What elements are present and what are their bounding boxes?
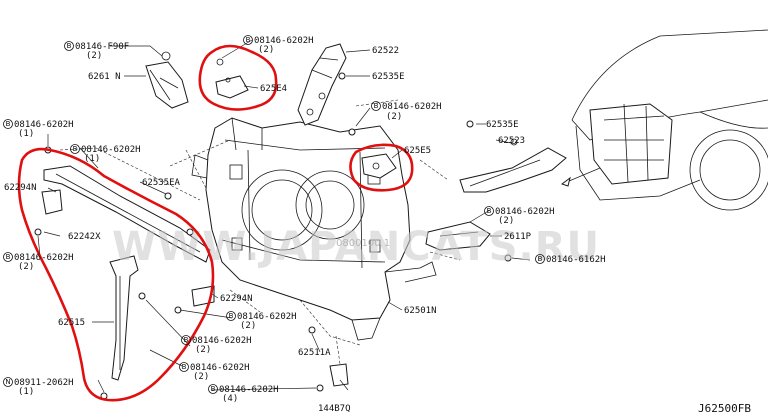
callout-b-28: B — [208, 384, 218, 394]
callout-b-09: B — [3, 119, 13, 129]
svg-text:B: B — [184, 336, 189, 344]
part-625e4 — [215, 58, 249, 99]
label-62242x: 62242X — [68, 232, 101, 242]
label-l18-qty: (2) — [498, 216, 514, 226]
svg-text:B: B — [67, 42, 72, 50]
label-62535ea: 62535EA — [142, 178, 181, 188]
callout-b-18: B — [484, 206, 494, 216]
svg-text:B: B — [229, 312, 234, 320]
label-l18: 08146-6202H — [495, 207, 555, 217]
dashed-lines — [59, 99, 461, 365]
label-62535e-top: 62535E — [372, 72, 405, 82]
callout-b-07: B — [371, 101, 381, 111]
callout-b-22: B — [226, 311, 236, 321]
label-l19: 08146-6162H — [546, 255, 606, 265]
label-2611p: 2611P — [504, 232, 532, 242]
callout-n-27: N — [3, 377, 13, 387]
label-l01: 08146-6202H — [254, 36, 314, 46]
svg-text:B: B — [246, 36, 251, 44]
part-625e5 — [361, 153, 397, 179]
red-annotation-marks — [17, 44, 414, 402]
red-outline-left-assembly — [17, 147, 215, 402]
brackets-62294n — [41, 189, 215, 307]
label-625e4: 625E4 — [260, 84, 287, 94]
callout-b-15: B — [3, 252, 13, 262]
label-625e5: 625E5 — [404, 146, 431, 156]
label-l07: 08146-6202H — [382, 102, 442, 112]
label-l15: 08146-6202H — [14, 253, 74, 263]
callout-b-26: B — [179, 362, 189, 372]
watermark: WWW.JAPANCATS.RU — [112, 224, 600, 270]
callout-b-24: B — [181, 335, 191, 345]
label-l09-qty: (1) — [18, 129, 34, 139]
label-l22-qty: (2) — [240, 321, 256, 331]
label-l09: 08146-6202H — [14, 120, 74, 130]
label-62501n: 62501N — [404, 306, 437, 316]
callout-b-10: B — [70, 144, 80, 154]
watermark-sub: 0800100 1 — [336, 238, 390, 249]
svg-text:B: B — [538, 255, 543, 263]
label-62294n-mid: 62294N — [220, 294, 253, 304]
bracket-6261n — [145, 51, 189, 109]
label-l28: 08146-6202H — [219, 385, 279, 395]
svg-text:B: B — [73, 145, 78, 153]
bracket-62523 — [459, 138, 567, 193]
label-l24: 08146-6202H — [192, 336, 252, 346]
vehicle-locator-sketch — [560, 29, 768, 211]
label-62522: 62522 — [372, 46, 399, 56]
label-62535e-right: 62535E — [486, 120, 519, 130]
label-l26: 08146-6202H — [190, 363, 250, 373]
label-l03-qty: (2) — [86, 51, 102, 61]
label-l22: 08146-6202H — [237, 312, 297, 322]
callout-b-19: B — [535, 254, 545, 264]
red-circle-625e4 — [198, 44, 278, 111]
red-circle-625e5 — [349, 143, 414, 192]
label-l28-qty: (4) — [222, 394, 238, 404]
label-l27: 08911-2062H — [14, 378, 74, 388]
stay-62515 — [109, 255, 139, 381]
label-l26-qty: (2) — [193, 372, 209, 382]
svg-text:B: B — [6, 253, 11, 261]
label-l27-qty: (1) — [18, 387, 34, 397]
label-144b7q: 144B7Q — [318, 404, 351, 414]
label-l01-qty: (2) — [258, 45, 274, 55]
svg-text:B: B — [211, 385, 216, 393]
svg-text:B: B — [182, 363, 187, 371]
diagram-code: J62500FB — [698, 402, 751, 415]
svg-text:B: B — [374, 102, 379, 110]
callout-b-03: B — [64, 41, 74, 51]
label-62511a: 62511A — [298, 348, 331, 358]
svg-text:B: B — [6, 120, 11, 128]
label-62515: 62515 — [58, 318, 85, 328]
callout-b-01: B — [243, 35, 253, 45]
support-bar-62242x — [43, 165, 211, 263]
label-l07-qty: (2) — [386, 112, 402, 122]
hood-lock-support-bracket — [297, 43, 347, 126]
label-62294n-left: 62294N — [4, 183, 37, 193]
label-l10: 08146-6202H — [81, 145, 141, 155]
label-6261n: 6261 N — [88, 72, 121, 82]
svg-text:B: B — [487, 207, 492, 215]
part-labels: B B B B B B B B B B B B N 08146-6202H (2… — [3, 35, 606, 414]
radiator-core-support — [191, 117, 437, 341]
svg-text:N: N — [5, 378, 10, 386]
label-l15-qty: (2) — [18, 262, 34, 272]
label-l10-qty: (1) — [84, 154, 100, 164]
label-l03: 08146-F90F — [75, 42, 129, 52]
label-l24-qty: (2) — [195, 345, 211, 355]
clip-144b7q — [329, 363, 349, 387]
label-62523: 62523 — [498, 136, 525, 146]
